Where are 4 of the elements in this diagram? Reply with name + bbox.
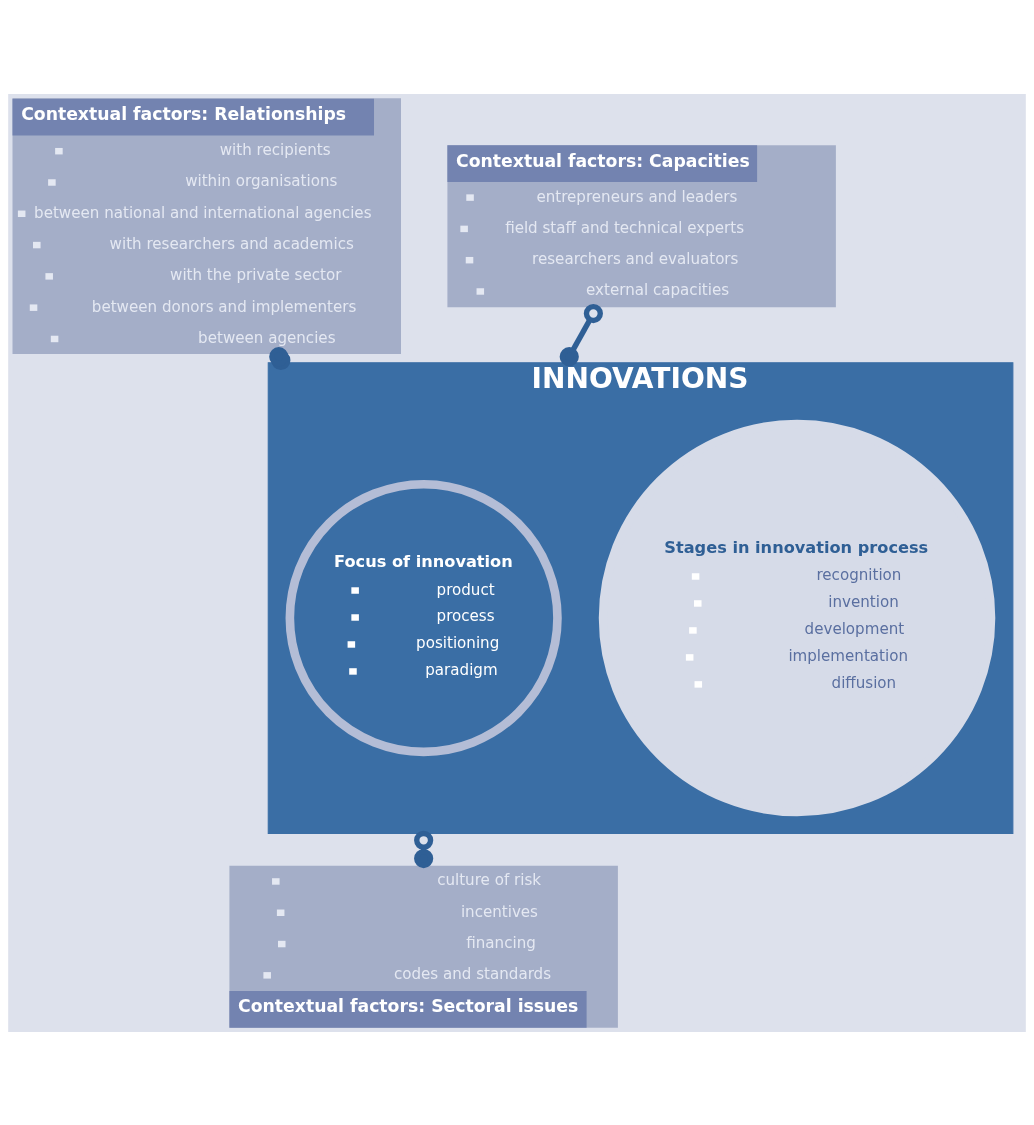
node-circle: Stages in innovation process recognition invention development implementation diffusion xyxy=(598,419,996,816)
connector xyxy=(414,830,434,868)
node-circle: Focus of innovation product process positioning paradigm xyxy=(285,479,562,756)
connector xyxy=(559,303,603,366)
